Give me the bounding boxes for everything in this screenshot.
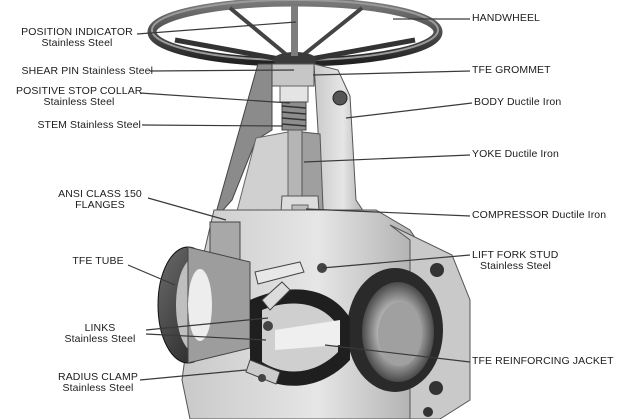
radius-clamp-material: Stainless Steel (62, 382, 134, 394)
label-lift-fork-stud: LIFT FORK STUD Stainless Steel (472, 250, 558, 272)
label-stem: STEM Stainless Steel (16, 120, 141, 131)
body-title: BODY Ductile Iron (474, 96, 562, 108)
tfe-grommet-title: TFE GROMMET (472, 64, 551, 76)
links-title: LINKS (84, 322, 116, 334)
shear-pin-title: SHEAR PIN Stainless Steel (21, 65, 153, 77)
label-ansi-flanges: ANSI CLASS 150 FLANGES (50, 189, 150, 211)
label-tfe-grommet: TFE GROMMET (472, 65, 551, 76)
ansi-flanges-title: ANSI CLASS 150 (58, 188, 142, 200)
handwheel-shape (147, 0, 443, 68)
stem-title: STEM Stainless Steel (37, 119, 141, 131)
label-tfe-reinforcing-jacket: TFE REINFORCING JACKET (472, 356, 614, 367)
label-compressor: COMPRESSOR Ductile Iron (472, 210, 606, 221)
tfe-tube-shape (157, 246, 251, 364)
radius-clamp-title: RADIUS CLAMP (58, 371, 138, 383)
label-yoke: YOKE Ductile Iron (472, 149, 559, 160)
label-links: LINKS Stainless Steel (50, 323, 150, 345)
tfe-tube-title: TFE TUBE (72, 255, 124, 267)
compressor-title: COMPRESSOR Ductile Iron (472, 209, 607, 221)
label-shear-pin: SHEAR PIN Stainless Steel (8, 66, 153, 77)
positive-stop-collar-title: POSITIVE STOP COLLAR (16, 85, 143, 97)
label-handwheel: HANDWHEEL (472, 13, 540, 24)
position-indicator-title: POSITION INDICATOR (21, 26, 133, 38)
yoke-title: YOKE Ductile Iron (472, 148, 559, 160)
handwheel-title: HANDWHEEL (472, 12, 540, 24)
label-tfe-tube: TFE TUBE (58, 256, 138, 267)
lift-fork-stud-title: LIFT FORK STUD (472, 249, 559, 261)
links-material: Stainless Steel (64, 333, 136, 345)
label-radius-clamp: RADIUS CLAMP Stainless Steel (48, 372, 148, 394)
label-position-indicator: POSITION INDICATOR Stainless Steel (14, 27, 140, 49)
position-indicator-material: Stainless Steel (41, 37, 113, 49)
links-clamp-shape (245, 261, 327, 385)
label-positive-stop-collar: POSITIVE STOP COLLAR Stainless Steel (16, 86, 142, 108)
label-body: BODY Ductile Iron (474, 97, 561, 108)
ansi-flanges-sub: FLANGES (75, 199, 125, 211)
lift-fork-stud-material: Stainless Steel (480, 260, 551, 272)
tfe-reinforcing-jacket-title: TFE REINFORCING JACKET (472, 355, 614, 367)
bore-opening (347, 268, 443, 392)
leader-lines (127, 18, 473, 381)
reinforcing-jacket-shape (250, 289, 350, 386)
positive-stop-collar-material: Stainless Steel (43, 96, 115, 108)
